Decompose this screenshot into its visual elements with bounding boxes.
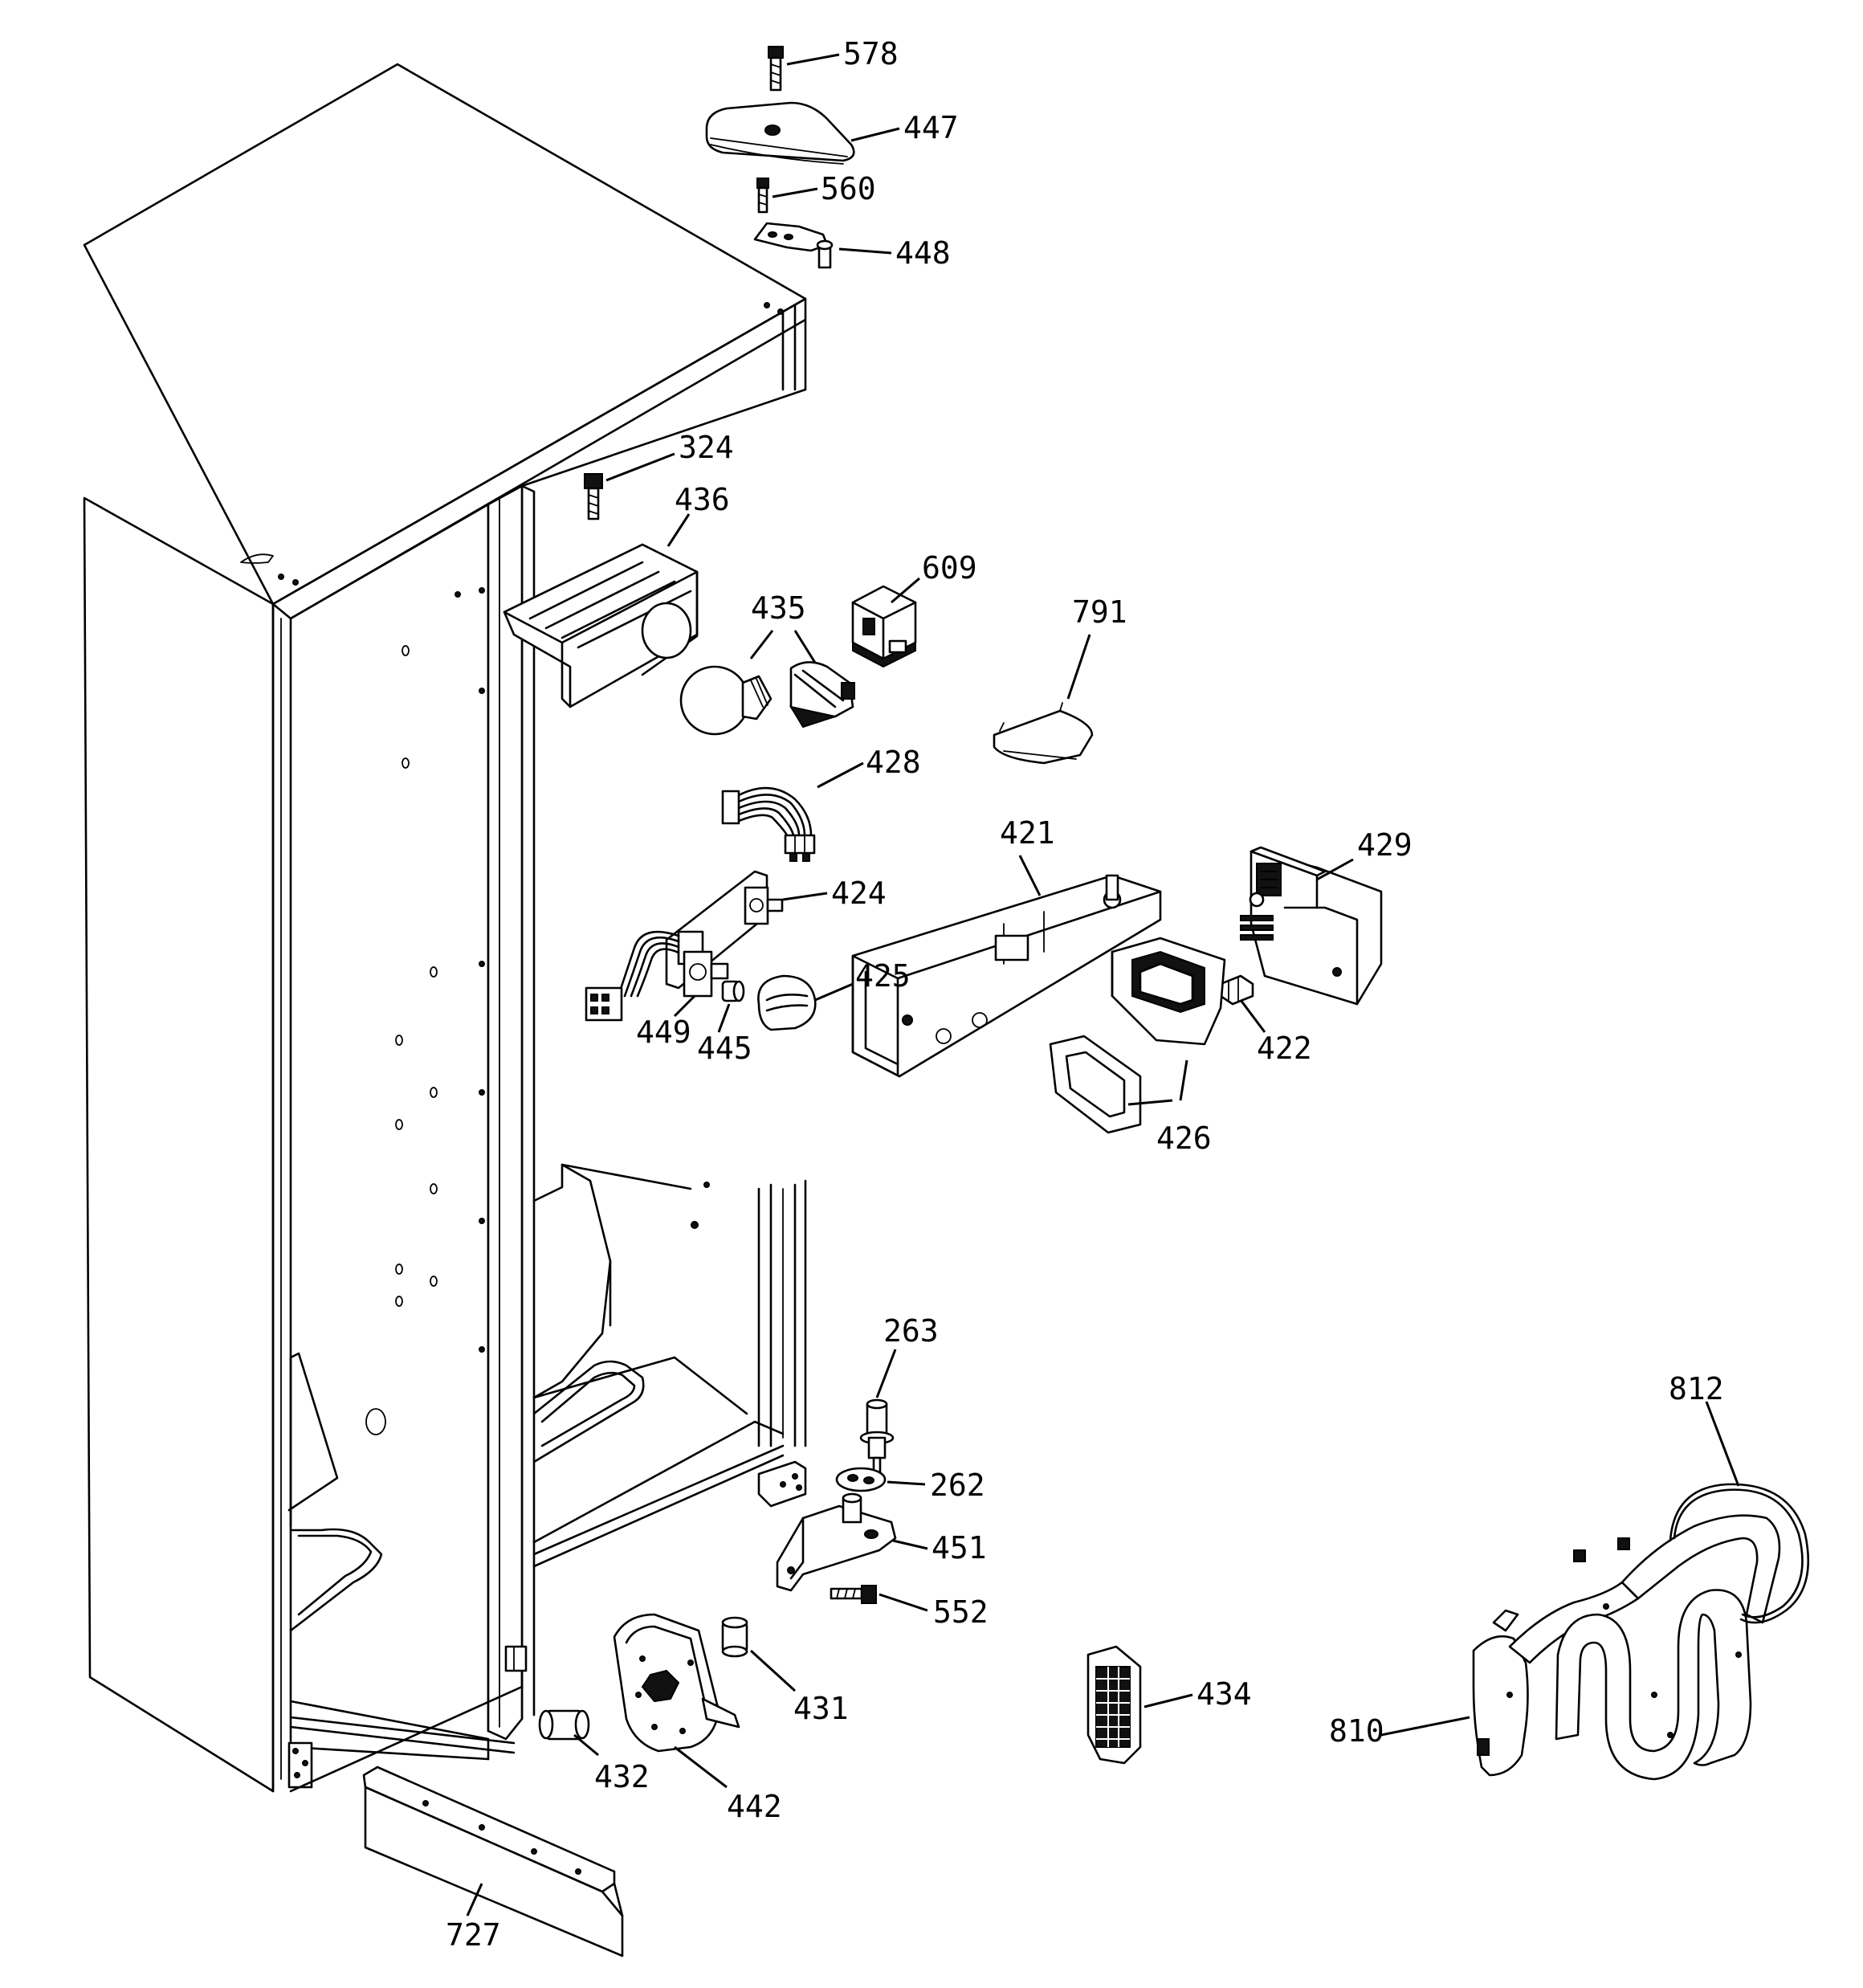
control-assembly-424 [585,870,784,1022]
label-431: 431 [793,1691,849,1726]
label-449: 449 [636,1014,691,1050]
label-436: 436 [675,482,730,517]
shim-262 [835,1467,887,1492]
bushing-445 [721,980,745,1002]
label-429: 429 [1357,827,1413,863]
water-valve-assembly-810 [1472,1514,1781,1781]
refrigerator-cabinet [83,63,807,1793]
label-552: 552 [933,1594,989,1630]
bushing-432 [538,1709,590,1741]
label-324: 324 [679,430,734,465]
part-labels: 578 447 560 448 324 436 609 435 791 428 … [446,36,1724,1953]
clip-422 [1219,974,1254,1006]
wire-harness-428 [721,786,816,862]
label-428: 428 [866,745,921,780]
label-422: 422 [1257,1031,1312,1066]
screw-552 [830,1585,877,1604]
label-421: 421 [1000,815,1055,851]
label-425: 425 [855,958,911,994]
light-socket-609 [851,585,917,668]
label-435: 435 [751,590,806,626]
thermostat-449 [683,950,729,998]
kick-plate-727 [362,1766,624,1957]
screw-578 [768,46,784,92]
label-810: 810 [1329,1713,1384,1749]
leader-lines [466,53,1740,1917]
bushing-431 [721,1616,748,1658]
hinge-cover-447 [705,101,855,165]
control-housing-421 [851,874,1162,1078]
label-451: 451 [932,1530,987,1565]
damper-assembly-442 [613,1613,740,1753]
light-shield-436 [503,543,699,708]
label-578: 578 [843,36,899,71]
knob-425 [757,974,817,1031]
hinge-448 [753,222,834,269]
label-432: 432 [594,1759,650,1794]
switch-bezel-426 [1049,937,1226,1134]
screw-560 [756,178,769,214]
label-812: 812 [1669,1371,1724,1406]
label-447: 447 [903,110,959,145]
label-609: 609 [922,550,977,586]
label-426: 426 [1156,1121,1212,1156]
tubing-812 [1669,1483,1810,1624]
hinge-pin-263 [859,1398,895,1474]
label-727: 727 [446,1917,501,1953]
bottom-hinge-451 [776,1492,897,1592]
label-263: 263 [883,1313,939,1349]
screw-324 [584,473,603,520]
liner-holes [365,587,710,1435]
grille-434 [1086,1645,1142,1765]
label-424: 424 [831,876,887,911]
label-445: 445 [697,1031,752,1066]
label-560: 560 [821,171,876,206]
cover-791 [993,702,1094,765]
light-bulb-435 [679,661,855,736]
label-448: 448 [895,235,951,271]
label-434: 434 [1196,1676,1252,1712]
label-791: 791 [1072,594,1127,630]
label-262: 262 [930,1468,985,1503]
housing-box-429 [1240,846,1383,1006]
label-442: 442 [727,1789,782,1824]
